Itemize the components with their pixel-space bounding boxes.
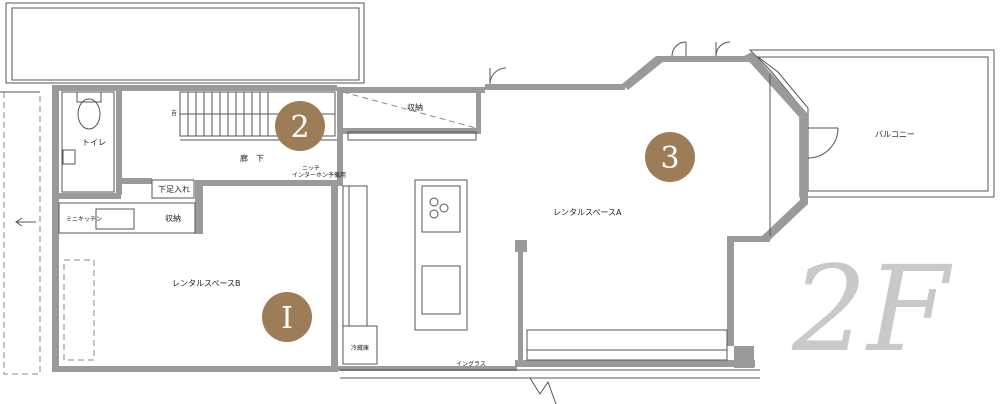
doors bbox=[489, 41, 839, 159]
room-label-shoe-storage: 下足入れ bbox=[158, 185, 190, 194]
badge-one: I bbox=[262, 292, 312, 342]
walls bbox=[52, 52, 808, 372]
badge-one-number: I bbox=[281, 301, 293, 336]
badge-two-circle bbox=[275, 101, 325, 151]
label-niche: ニッチ bbox=[302, 165, 320, 172]
label-inglass: イングラス bbox=[456, 360, 486, 368]
left-walkway bbox=[0, 91, 41, 375]
room-label-corridor: 廊 下 bbox=[240, 153, 264, 163]
break-mark bbox=[529, 377, 557, 404]
badge-two-number: 2 bbox=[290, 110, 309, 145]
room-label-mini-kitchen: ミニキッチン bbox=[66, 216, 102, 223]
badge-two: 2 bbox=[275, 101, 325, 151]
room-label-space-b: レンタルスペースB bbox=[172, 279, 241, 288]
badge-three-number: 3 bbox=[660, 141, 679, 176]
terrace-outline bbox=[5, 2, 365, 84]
room-label-fridge: 冷蔵庫 bbox=[351, 344, 369, 352]
room-label-balcony: バルコニー bbox=[875, 130, 915, 139]
balcony-outline bbox=[748, 49, 995, 198]
badge-one-circle bbox=[262, 292, 312, 342]
label-intercom: インターホン予備用 bbox=[292, 171, 346, 179]
room-label-space-a: レンタルスペースA bbox=[553, 208, 622, 217]
room-label-storage-top: 収納 bbox=[407, 102, 423, 112]
label-stairs-mark: 吉 bbox=[171, 110, 177, 117]
room-label-toilet: トイレ bbox=[82, 138, 106, 147]
interior-lines bbox=[58, 74, 771, 379]
room-label-storage-left: 収納 bbox=[165, 213, 181, 223]
badge-three: 3 bbox=[645, 132, 695, 182]
badge-three-circle bbox=[645, 132, 695, 182]
floor-label: 2F bbox=[791, 240, 953, 378]
